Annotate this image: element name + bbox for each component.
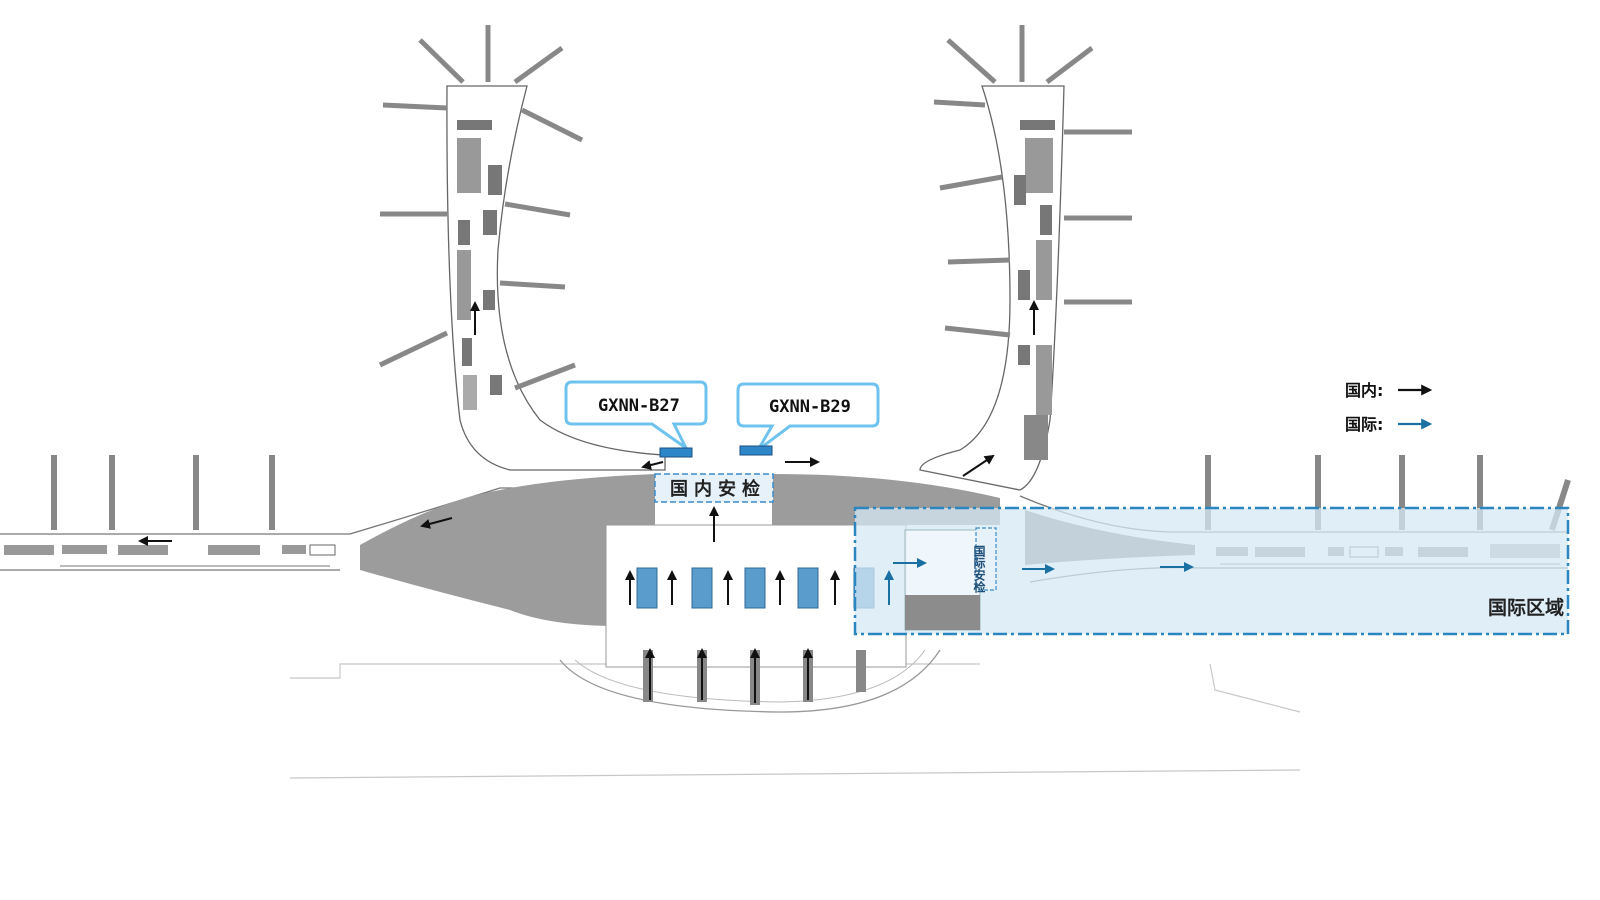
domestic-flow-arrows bbox=[138, 300, 1039, 703]
legend-domestic-label: 国内: bbox=[1345, 381, 1383, 400]
domestic-security-label: 国内安检 bbox=[670, 478, 766, 500]
domestic-security-area: 国内安检 bbox=[654, 473, 774, 503]
callout-b29[interactable]: GXNN-B29 bbox=[736, 382, 880, 456]
legend-international-label: 国际: bbox=[1345, 415, 1383, 434]
gate-b29-marker[interactable] bbox=[739, 445, 773, 456]
callout-b27[interactable]: GXNN-B27 bbox=[564, 380, 708, 458]
legend-international: 国际: bbox=[1345, 415, 1433, 434]
callout-b27-label: GXNN-B27 bbox=[598, 396, 680, 416]
international-zone: 国际安检 国际区域 bbox=[853, 506, 1570, 636]
international-flow-arrows bbox=[884, 558, 1194, 605]
legend: 国内: 国际: bbox=[1345, 381, 1433, 434]
gate-b27-marker[interactable] bbox=[659, 447, 693, 458]
international-zone-label: 国际区域 bbox=[1488, 596, 1564, 619]
apron-outline bbox=[289, 663, 1301, 779]
left-pier bbox=[378, 25, 666, 471]
international-security-label: 国际安检 bbox=[972, 545, 986, 594]
left-apron-fill bbox=[360, 474, 655, 626]
right-pier bbox=[919, 25, 1132, 491]
callout-b29-label: GXNN-B29 bbox=[769, 397, 851, 417]
legend-domestic: 国内: bbox=[1345, 381, 1433, 400]
